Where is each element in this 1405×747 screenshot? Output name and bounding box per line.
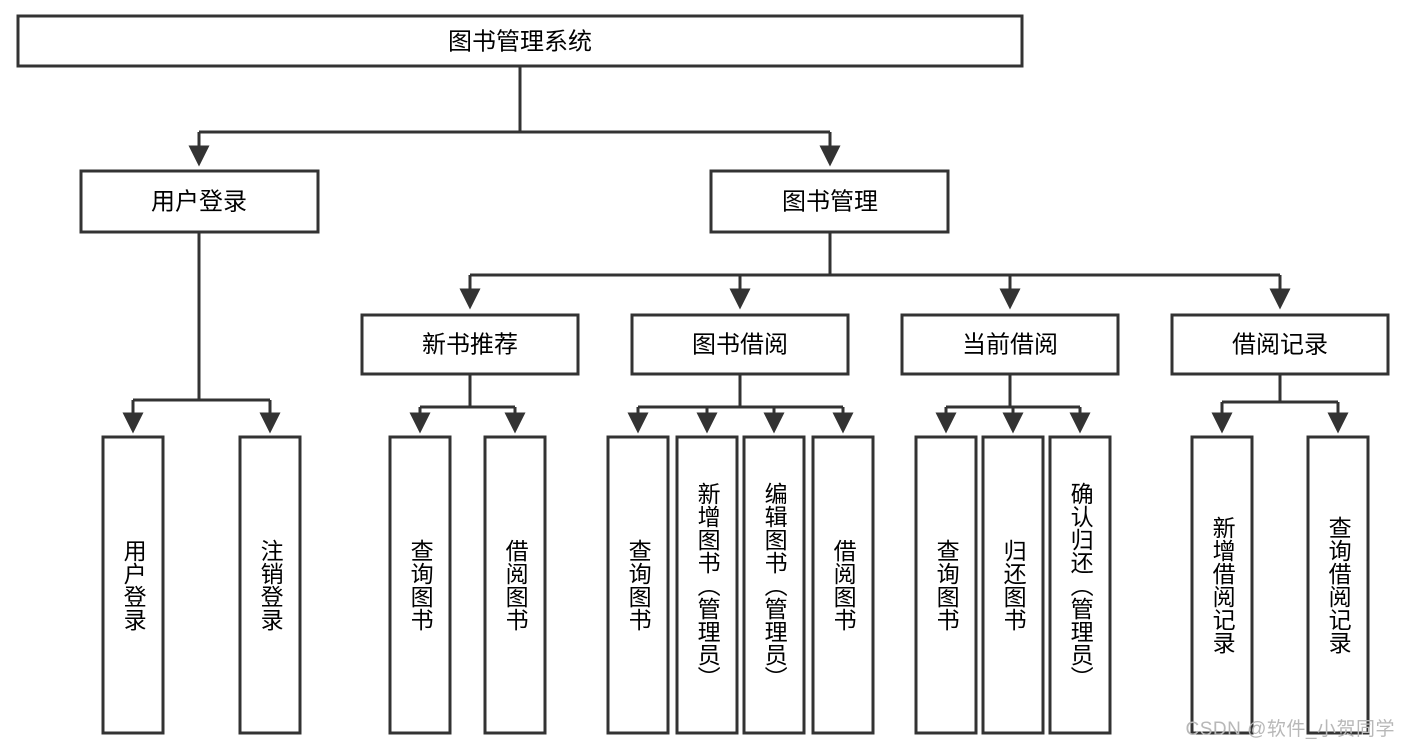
node-book-management-label: 图书管理 [782,188,878,215]
leaf-box-logout-login[interactable] [238,435,302,735]
connector-record-to-leaves [1211,374,1349,434]
node-book-management[interactable]: 图书管理 [709,169,950,234]
connector-bookmgmt-to-level3 [459,232,1291,310]
leaf-boxes [101,435,1370,735]
leaf-box-query-books-recommend[interactable] [388,435,452,735]
connector-userlogin-to-leaves [122,232,281,434]
leaf-box-return-book[interactable] [981,435,1045,735]
node-new-book-recommend-label: 新书推荐 [422,331,518,358]
node-root-system[interactable]: 图书管理系统 [16,14,1024,68]
connector-borrow-to-leaves [627,374,854,434]
leaf-label-query-books-current: 查询图书 [933,539,960,631]
node-root-system-label: 图书管理系统 [448,28,592,55]
connector-recommend-to-leaves [409,374,526,434]
node-user-login-label: 用户登录 [151,188,247,215]
node-book-borrow[interactable]: 图书借阅 [630,313,850,376]
leaf-box-edit-book-admin[interactable] [742,435,806,735]
csdn-watermark: CSDN @软件_小贺同学 [1185,719,1395,740]
node-borrow-record[interactable]: 借阅记录 [1170,313,1390,376]
leaf-box-add-borrow-record[interactable] [1190,435,1254,735]
leaf-box-query-books-borrow[interactable] [606,435,670,735]
leaf-label-add-borrow-record: 新增借阅记录 [1209,516,1236,654]
node-book-borrow-label: 图书借阅 [692,331,788,358]
connector-root-to-level2 [188,66,841,167]
leaf-label-confirm-return-admin: 确认归还（管理员） [1067,481,1094,689]
leaf-label-borrow-book: 借阅图书 [830,539,857,631]
leaf-label-query-borrow-record: 查询借阅记录 [1325,516,1352,654]
leaf-label-query-books-recommend: 查询图书 [407,539,434,631]
leaf-box-add-book-admin[interactable] [675,435,739,735]
node-new-book-recommend[interactable]: 新书推荐 [360,313,580,376]
leaf-label-query-books-borrow: 查询图书 [625,539,652,631]
leaf-box-user-login[interactable] [101,435,165,735]
leaf-label-edit-book-admin: 编辑图书（管理员） [761,481,788,689]
node-current-borrow-label: 当前借阅 [962,331,1058,358]
leaf-box-query-books-current[interactable] [914,435,978,735]
leaf-label-return-book: 归还图书 [1000,539,1027,631]
leaf-label-logout-login: 注销登录 [257,539,284,631]
leaf-box-borrow-books-recommend[interactable] [483,435,547,735]
connector-current-to-leaves [935,374,1091,434]
leaf-box-borrow-book[interactable] [811,435,875,735]
leaf-label-user-login: 用户登录 [120,539,147,631]
leaf-box-query-borrow-record[interactable] [1306,435,1370,735]
leaf-label-add-book-admin: 新增图书（管理员） [694,481,721,689]
leaf-box-confirm-return-admin[interactable] [1048,435,1112,735]
node-user-login[interactable]: 用户登录 [79,169,320,234]
leaf-label-borrow-books-recommend: 借阅图书 [502,539,529,631]
node-current-borrow[interactable]: 当前借阅 [900,313,1120,376]
node-borrow-record-label: 借阅记录 [1232,331,1328,358]
